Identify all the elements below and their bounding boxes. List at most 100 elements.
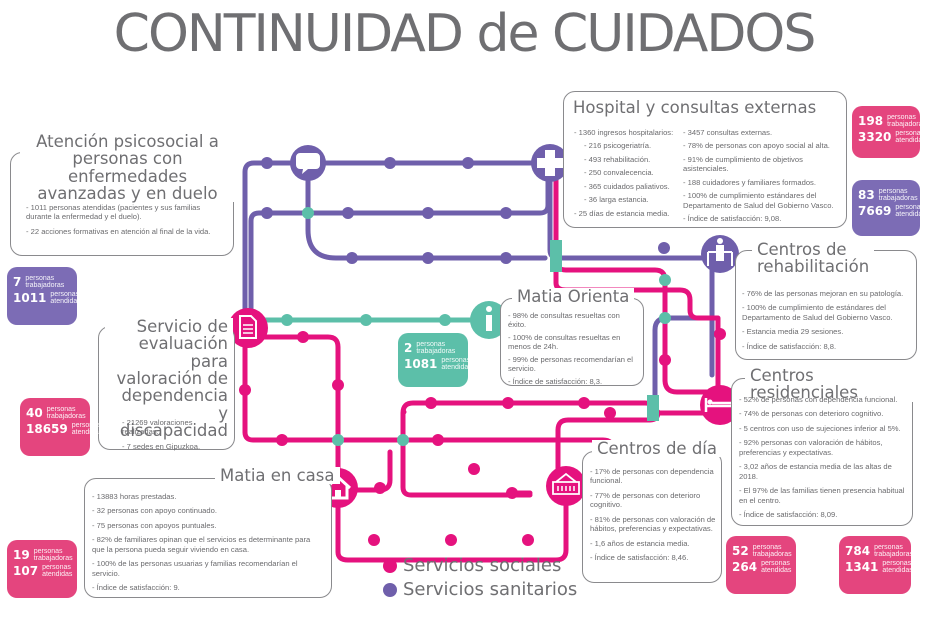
- casa-box: [84, 478, 332, 598]
- list-item: - 5 centros con uso de sujeciones inferi…: [739, 423, 901, 433]
- title-line: rehabilitación: [757, 257, 870, 277]
- list-item: - Índice de satisfacción: 9,08.: [683, 214, 782, 224]
- valoracion-items: - 21269 valoraciones realizadas. - 7 sed…: [122, 418, 230, 456]
- workers-count: 198: [858, 114, 884, 128]
- list-item: - Índice de satisfacción: 9.: [92, 583, 180, 593]
- workers-label: personas trabajadoras: [416, 341, 456, 355]
- list-item: - 91% de cumplimiento de objetivos asist…: [683, 154, 803, 174]
- document-icon: [228, 308, 268, 348]
- residenciales-items: - 52% de personas con dependencia funcio…: [739, 395, 909, 525]
- list-item: - 74% de personas con deterioro cognitiv…: [739, 409, 884, 419]
- list-item: - 188 cuidadores y familiares formados.: [683, 177, 816, 187]
- psicosocial-items: - 1011 personas atendidas (pacientes y s…: [26, 203, 226, 241]
- list-item: - 250 convalecencia.: [584, 168, 654, 178]
- list-item: - 92% personas con valoración de hábitos…: [739, 438, 883, 457]
- title-line: discapacidad: [119, 420, 228, 440]
- list-item: - 100% de cumplimiento de estándares del…: [742, 303, 893, 322]
- list-item: - 75 personas con apoyos puntuales.: [92, 520, 217, 530]
- title-line: Centros de: [757, 240, 847, 259]
- attended-count: 107: [13, 564, 39, 578]
- attended-label: personas atendidas: [50, 291, 81, 305]
- legend-label: Servicios sociales: [403, 555, 562, 576]
- walker-icon: [701, 235, 739, 273]
- workers-label: personas trabajadoras: [33, 548, 73, 562]
- list-item: - Índice de satisfacción: 8,3.: [508, 376, 603, 386]
- list-item: - 1,6 años de estancia media.: [590, 538, 690, 548]
- list-item: - 99% de personas recomendarían el servi…: [508, 354, 633, 374]
- list-item: - 7 sedes en Gipuzkoa.: [122, 441, 201, 451]
- list-item: - Índice de satisfacción: 8,46.: [590, 553, 689, 563]
- legend-item-sanitario: Servicios sanitarios: [383, 579, 577, 600]
- casa-title: Matia en casa: [215, 467, 340, 484]
- list-item: - 52% de personas con dependencia funcio…: [739, 395, 898, 404]
- attended-count: 1341: [845, 560, 879, 574]
- list-item: - 1011 personas atendidas (pacientes y s…: [26, 203, 201, 222]
- orienta-box: [500, 298, 644, 386]
- list-item: - 81% de personas con valoración de hábi…: [590, 514, 716, 534]
- list-item: - 365 cuidados paliativos.: [584, 181, 670, 191]
- attended-label: personas atendidas: [441, 357, 472, 371]
- list-item: - 32 personas con apoyo continuado.: [92, 506, 217, 516]
- attended-count: 1011: [13, 291, 47, 305]
- attended-label: personas atendidas: [42, 564, 73, 578]
- workers-count: 7: [13, 275, 22, 289]
- list-item: - Estancia media 29 sesiones.: [742, 327, 844, 337]
- workers-count: 83: [858, 188, 875, 202]
- title-line: evaluación para: [138, 334, 228, 371]
- rehabilitacion-title: Centros de rehabilitación: [752, 240, 875, 277]
- list-item: - 100% de consultas resueltas en menos d…: [508, 332, 621, 352]
- workers-label: personas trabajadoras: [874, 544, 913, 558]
- legend-label: Servicios sanitarios: [403, 579, 578, 600]
- legend: Servicios sociales Servicios sanitarios: [383, 555, 577, 603]
- attended-count: 264: [732, 560, 758, 574]
- residenciales-box: [731, 378, 913, 526]
- residenciales-title: Centros residenciales: [745, 367, 928, 402]
- list-item: - Índice de satisfacción: 8,8.: [742, 341, 837, 351]
- workers-count: 19: [13, 548, 30, 562]
- workers-count: 40: [26, 406, 43, 420]
- hospital-items-right: - 3457 consultas externas. - 78% de pers…: [683, 128, 843, 228]
- valoracion-title: Servicio de evaluación para valoración d…: [105, 318, 233, 439]
- list-item: - 493 rehabilitación.: [584, 154, 651, 164]
- list-item: - 3,02 años de estancia media de las alt…: [739, 462, 892, 481]
- orienta-items: - 98% de consultas resueltas con éxito. …: [508, 311, 638, 389]
- list-item: - El 97% de las familias tienen presenci…: [739, 486, 905, 505]
- legend-item-social: Servicios sociales: [383, 555, 577, 576]
- attended-label: personas atendidas: [882, 560, 913, 574]
- attended-label: personas atendidas: [895, 204, 926, 218]
- dia-box: [582, 451, 722, 583]
- list-item: - 1360 ingresos hospitalarios:: [574, 128, 674, 137]
- casa-items: - 13883 horas prestadas. - 32 personas c…: [92, 492, 324, 598]
- attended-count: 1081: [404, 357, 438, 371]
- workers-label: personas trabajadoras: [878, 188, 918, 202]
- hospital-items-left: - 1360 ingresos hospitalarios: - 216 psi…: [574, 128, 684, 222]
- workers-label: personas trabajadoras: [752, 544, 792, 558]
- title-line: valoración de: [116, 368, 228, 388]
- list-item: - 36 larga estancia.: [584, 195, 649, 205]
- title-line: personas con enfermedades: [67, 149, 188, 186]
- title-line: dependencia y: [121, 386, 228, 423]
- list-item: - 13883 horas prestadas.: [92, 492, 177, 501]
- list-item: - 100% de las personas usuarias y famili…: [92, 559, 298, 578]
- list-item: - 76% de las personas mejoran en su pato…: [742, 289, 904, 298]
- workers-label: personas trabajadoras: [46, 406, 86, 420]
- purple-line-top: [242, 160, 551, 321]
- list-item: - 216 psicogeriatría.: [584, 141, 652, 151]
- info-icon: [470, 301, 508, 339]
- list-item: - 22 acciones formativas en atención al …: [26, 226, 211, 236]
- title-line: Atención psicosocial a: [36, 132, 219, 151]
- list-item: - 78% de personas con apoyo social al al…: [683, 141, 830, 151]
- building-icon: [546, 466, 586, 506]
- speech-bubble-icon: [290, 145, 326, 181]
- workers-count: 2: [404, 341, 413, 355]
- list-item: - 77% de personas con deterioro cognitiv…: [590, 490, 701, 510]
- title-line: Servicio de: [136, 317, 228, 336]
- rehabilitacion-items: - 76% de las personas mejoran en su pato…: [742, 289, 910, 356]
- attended-label: personas atendidas: [71, 422, 103, 436]
